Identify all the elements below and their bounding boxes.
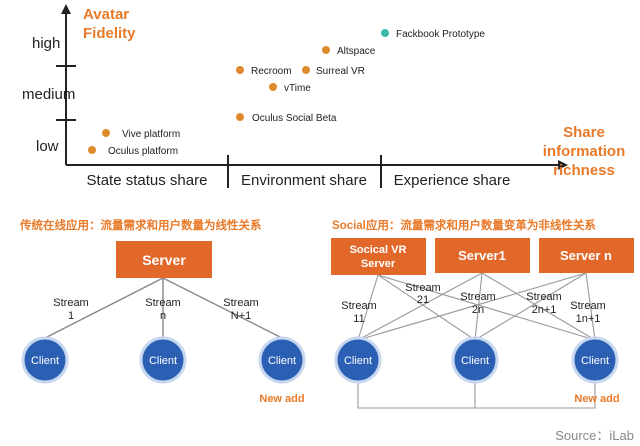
x-category-state: State status share <box>87 172 208 189</box>
y-axis-title-line1: Avatar <box>83 6 129 23</box>
point-label: Surreal VR <box>316 66 365 77</box>
client-label: Client <box>268 355 296 367</box>
point-label: Oculus Social Beta <box>252 113 337 124</box>
stream-label: Stream <box>570 300 605 312</box>
server-label: Server1 <box>458 248 506 263</box>
x-category-experience: Experience share <box>394 172 511 189</box>
stream-line <box>44 277 164 339</box>
x-axis-title-line3: richness <box>553 162 615 179</box>
server-label: Server <box>361 258 396 270</box>
left-diagram-title: 传统在线应用：流量需求和用户数量为线性关系 <box>19 218 262 232</box>
point-marker <box>236 66 244 74</box>
y-axis-arrow-icon <box>61 4 71 14</box>
point-label: Vive platform <box>122 129 180 140</box>
point-marker <box>322 46 330 54</box>
point-marker <box>236 113 244 121</box>
stream-line <box>162 277 283 339</box>
point-label: Recroom <box>251 66 292 77</box>
y-level-high: high <box>32 35 60 52</box>
server-label: Server <box>142 252 186 268</box>
client-label: Client <box>461 355 489 367</box>
client-connector-line <box>357 382 596 409</box>
stream-label: Stream <box>341 300 376 312</box>
stream-label: Stream <box>460 291 495 303</box>
point-label: Altspace <box>337 46 376 57</box>
stream-label: Stream <box>53 297 88 309</box>
stream-label: Stream <box>405 282 440 294</box>
x-axis-arrow-icon <box>558 160 568 170</box>
client-node <box>21 336 69 384</box>
x-axis-title-line1: Share <box>563 124 605 141</box>
stream-label: Stream <box>145 297 180 309</box>
client-node <box>451 336 499 384</box>
new-add-label: New add <box>259 393 304 405</box>
stream-label: 2n+1 <box>532 304 557 316</box>
traditional-app-diagram: 传统在线应用：流量需求和用户数量为线性关系 Server Stream 1 St… <box>19 218 306 405</box>
x-axis-title-line2: information <box>543 143 626 160</box>
social-vr-server-box <box>331 238 426 275</box>
point-label: vTime <box>284 83 311 94</box>
point-marker <box>381 29 389 37</box>
client-node <box>334 336 382 384</box>
server-box <box>116 241 212 278</box>
stream-label: N+1 <box>231 310 252 322</box>
server-n-box <box>539 238 634 273</box>
client-node <box>139 336 187 384</box>
stream-label: n <box>160 310 166 322</box>
client-label: Client <box>344 355 372 367</box>
avatar-fidelity-chart: Avatar Fidelity Share information richne… <box>22 4 625 189</box>
y-axis-title-line2: Fidelity <box>83 25 136 42</box>
y-level-medium: medium <box>22 86 75 103</box>
client-node <box>571 336 619 384</box>
point-marker <box>102 129 110 137</box>
right-diagram-title: Social应用：流量需求和用户数量变革为非线性关系 <box>332 218 596 232</box>
point-marker <box>88 146 96 154</box>
x-category-environment: Environment share <box>241 172 367 189</box>
client-node <box>258 336 306 384</box>
client-label: Client <box>31 355 59 367</box>
stream-label: 1 <box>68 310 74 322</box>
stream-label: 2n <box>472 304 484 316</box>
point-label: Oculus platform <box>108 146 178 157</box>
point-label: Fackbook Prototype <box>396 29 485 40</box>
social-app-diagram: Social应用：流量需求和用户数量变革为非线性关系 Socical VR Se… <box>331 218 634 409</box>
stream-label: Stream <box>526 291 561 303</box>
new-add-label: New add <box>574 393 619 405</box>
stream-label: 11 <box>353 313 364 325</box>
server-label: Socical VR <box>350 244 407 256</box>
client-label: Client <box>581 355 609 367</box>
server1-box <box>435 238 530 273</box>
y-level-low: low <box>36 138 59 155</box>
source-caption: Source：iLab <box>555 428 634 443</box>
stream-label: 1n+1 <box>576 313 601 325</box>
mesh-lines <box>357 272 596 341</box>
stream-label: Stream <box>223 297 258 309</box>
point-marker <box>269 83 277 91</box>
point-marker <box>302 66 310 74</box>
stream-label: 21 <box>417 294 429 306</box>
server-label: Server n <box>560 248 612 263</box>
client-label: Client <box>149 355 177 367</box>
